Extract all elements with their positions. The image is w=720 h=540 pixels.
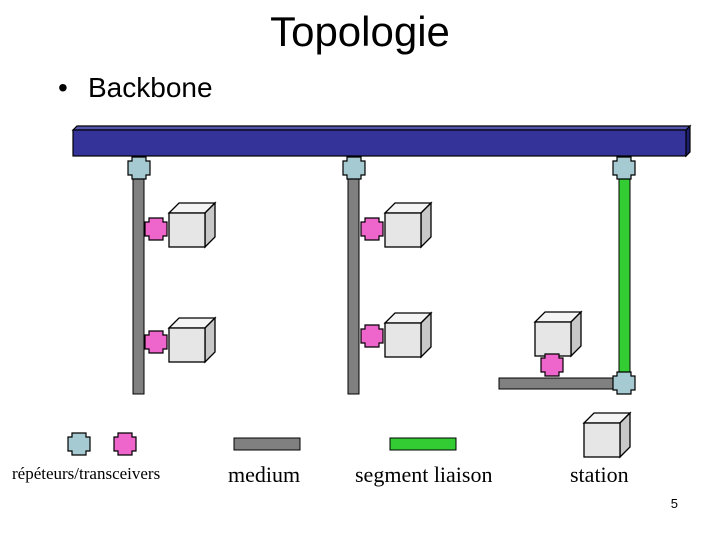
medium-segment-1 <box>132 167 145 395</box>
legend-repeaters-label: répéteurs/transceivers <box>12 464 161 483</box>
transceiver-4 <box>360 324 384 348</box>
bullet-text: Backbone <box>88 72 213 103</box>
medium-segment-2 <box>347 167 360 395</box>
transceiver-5 <box>540 353 564 377</box>
repeater-4 <box>612 371 636 395</box>
legend-transceiver-icon <box>113 432 137 456</box>
link-segment <box>618 171 631 375</box>
legend-link-swatch <box>389 437 457 451</box>
legend-medium-swatch <box>233 437 301 451</box>
legend-repeater-icon <box>67 432 91 456</box>
medium-segment-3 <box>498 377 618 390</box>
repeater-3 <box>612 156 636 180</box>
backbone-bar <box>71 124 692 158</box>
transceiver-1 <box>144 217 168 241</box>
station-1 <box>168 202 216 248</box>
legend-station-label: station <box>570 462 629 487</box>
legend-station-icon <box>583 412 631 458</box>
station-2 <box>168 317 216 363</box>
page-number: 5 <box>670 496 678 511</box>
repeater-1 <box>127 156 151 180</box>
legend-link-label: segment liaison <box>355 462 493 487</box>
slide-title: Topologie <box>270 8 450 55</box>
transceiver-3 <box>360 217 384 241</box>
station-4 <box>384 312 432 358</box>
transceiver-2 <box>144 330 168 354</box>
legend-medium-label: medium <box>228 462 301 487</box>
bullet-item: • Backbone <box>58 72 213 104</box>
bullet-dot: • <box>58 72 68 103</box>
repeater-2 <box>342 156 366 180</box>
station-5 <box>534 311 582 357</box>
station-3 <box>384 202 432 248</box>
